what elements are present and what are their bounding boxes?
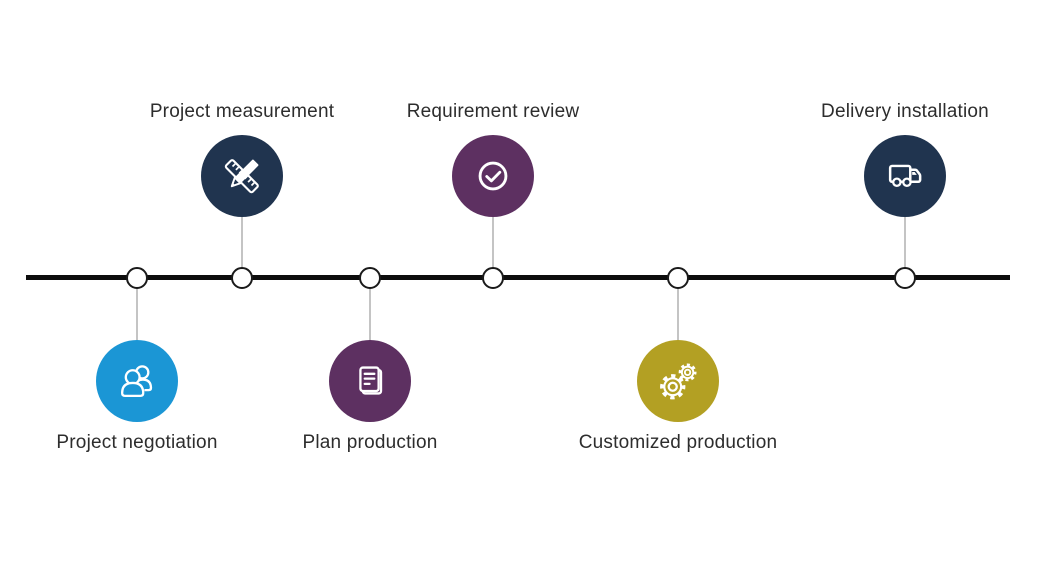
gears-icon xyxy=(660,363,697,400)
check-circle-icon xyxy=(478,161,508,191)
step-connector xyxy=(241,214,243,278)
step-icon-circle xyxy=(637,340,719,422)
people-icon xyxy=(120,365,153,398)
timeline-node-marker xyxy=(126,267,148,289)
step-label: Project negotiation xyxy=(56,432,218,453)
step-connector xyxy=(136,278,138,343)
step-connector xyxy=(677,278,679,343)
document-icon xyxy=(359,366,383,395)
pencil-ruler-icon xyxy=(224,159,259,194)
step-icon-circle xyxy=(452,135,534,217)
step-icon-circle xyxy=(329,340,411,422)
timeline-node-marker xyxy=(667,267,689,289)
timeline-node-marker xyxy=(231,267,253,289)
timeline-step-project-measurement: Project measurement xyxy=(137,0,347,561)
timeline-step-plan-production: Plan production xyxy=(265,0,475,561)
step-connector xyxy=(492,214,494,278)
step-label: Delivery installation xyxy=(821,101,989,122)
step-label: Customized production xyxy=(578,432,778,453)
truck-icon xyxy=(888,164,922,188)
timeline-step-project-negotiation: Project negotiation xyxy=(32,0,242,561)
step-label: Plan production xyxy=(302,432,438,453)
step-icon-circle xyxy=(96,340,178,422)
timeline-node-marker xyxy=(482,267,504,289)
timeline-step-customized-production: Customized production xyxy=(573,0,783,561)
step-connector xyxy=(369,278,371,343)
step-connector xyxy=(904,214,906,278)
step-icon-circle xyxy=(864,135,946,217)
timeline-step-requirement-review: Requirement review xyxy=(388,0,598,561)
step-icon-circle xyxy=(201,135,283,217)
step-label: Requirement review xyxy=(406,101,580,122)
timeline-node-marker xyxy=(359,267,381,289)
timeline-axis xyxy=(26,275,1010,280)
timeline-node-marker xyxy=(894,267,916,289)
timeline-step-delivery-installation: Delivery installation xyxy=(800,0,1010,561)
step-label: Project measurement xyxy=(149,101,335,122)
